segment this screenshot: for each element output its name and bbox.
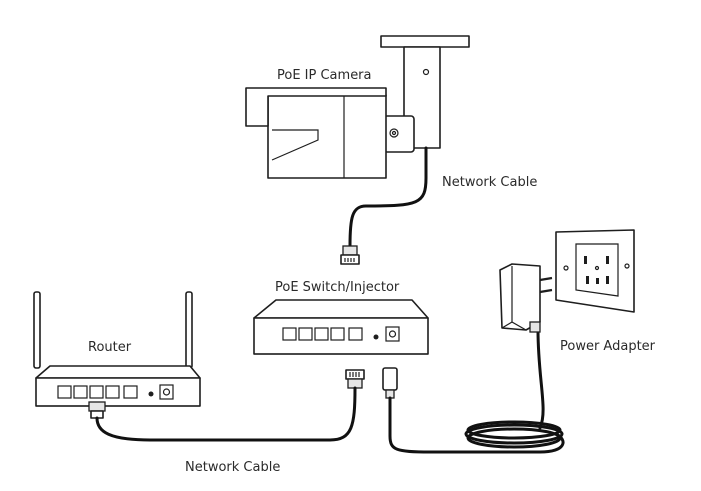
- power-adapter-icon: [499, 263, 553, 333]
- rj45-connector-icon: [345, 369, 365, 389]
- network-cable-top: [340, 146, 428, 265]
- network-cable-bottom-label: Network Cable: [185, 460, 280, 475]
- poe-ip-camera-icon: [245, 35, 470, 179]
- switch-label: PoE Switch/Injector: [275, 280, 400, 295]
- wall-outlet-icon: [555, 229, 635, 313]
- network-cable-bottom: [88, 369, 365, 442]
- dc-plug-icon: [382, 367, 398, 399]
- power-adapter-label: Power Adapter: [560, 339, 656, 354]
- poe-switch-injector-icon: [253, 299, 429, 355]
- camera-label: PoE IP Camera: [277, 68, 372, 83]
- network-cable-top-label: Network Cable: [442, 175, 537, 190]
- router-label: Router: [88, 340, 132, 355]
- router-icon: [33, 291, 201, 407]
- power-cable: [382, 328, 565, 454]
- rj45-connector-icon: [340, 245, 360, 265]
